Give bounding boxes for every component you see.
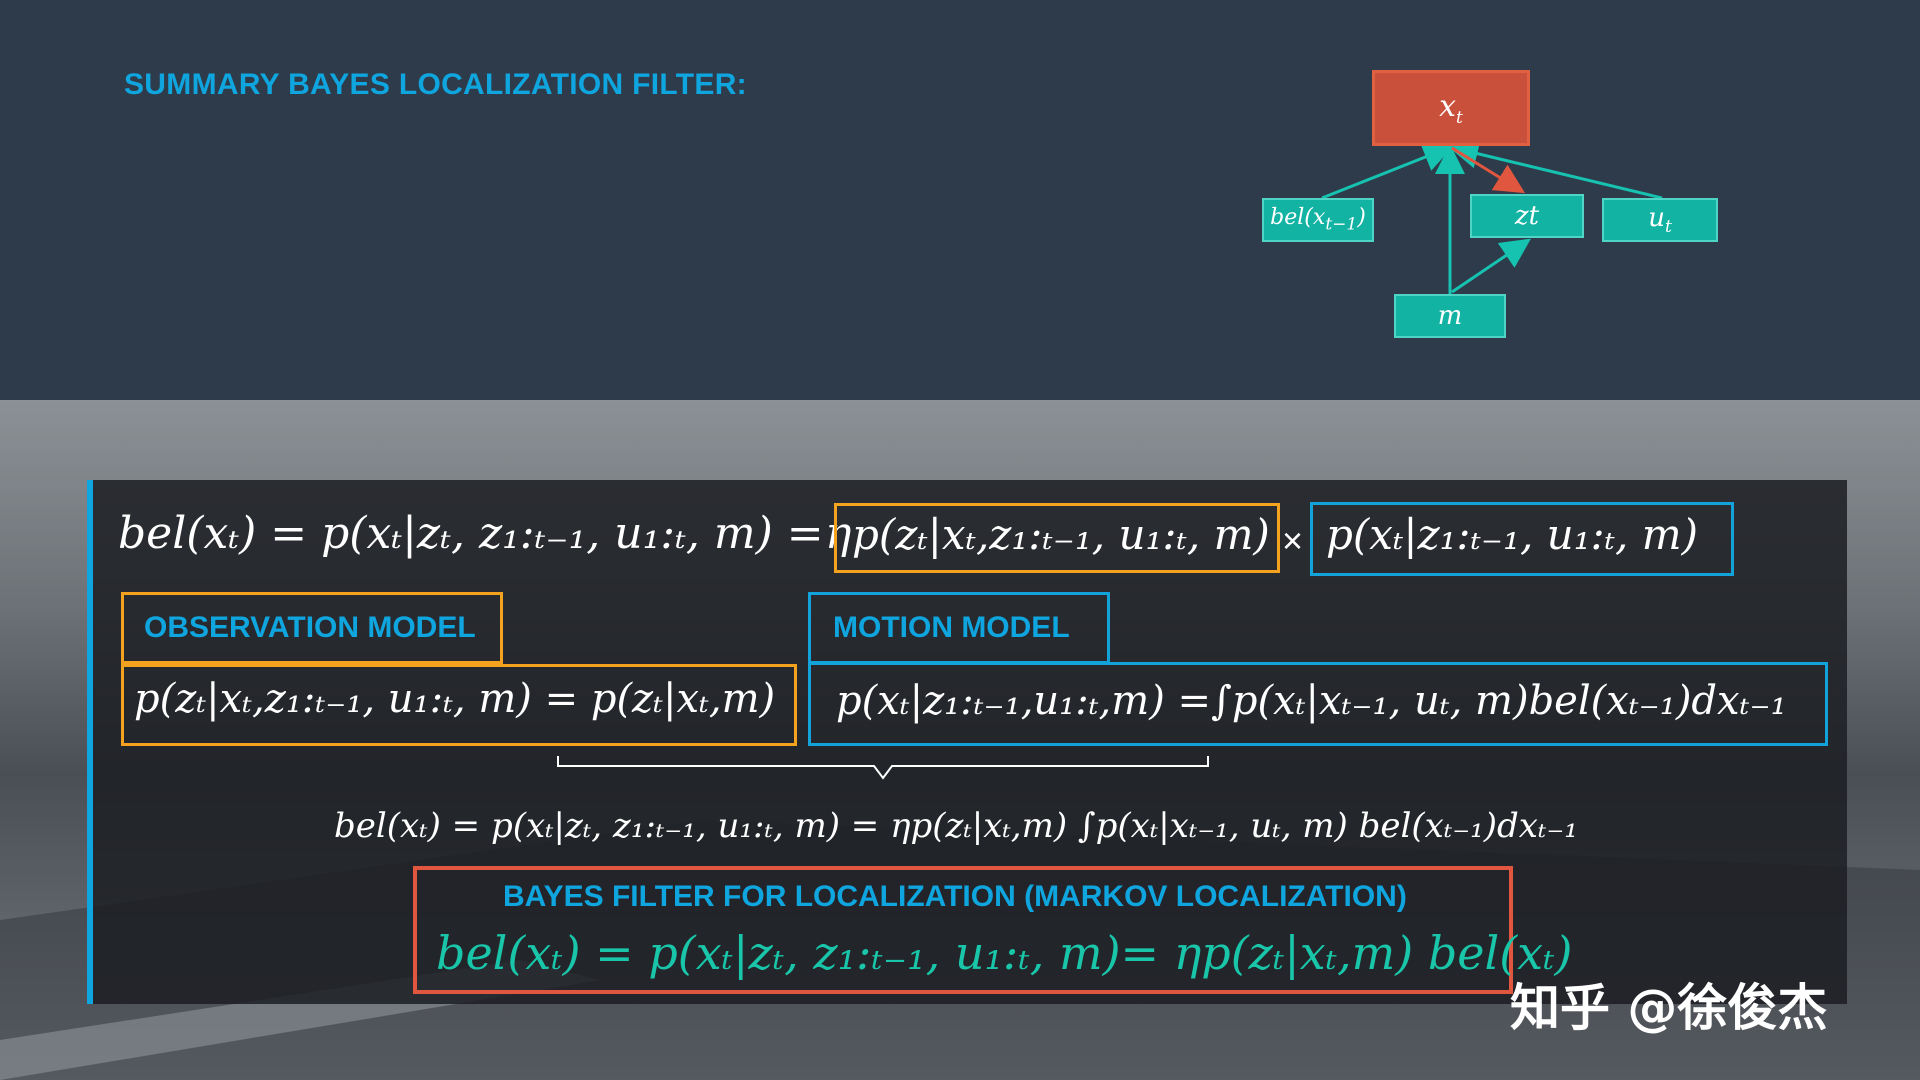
bayes-filter-label: BAYES FILTER FOR LOCALIZATION (MARKOV LO… [503,880,1407,913]
node-m: m [1394,294,1506,338]
node-xt: xt [1372,70,1530,146]
bayes-rule-equation: bel(xₜ) = p(xₜ|zₜ, z₁:ₜ₋₁, u₁:ₜ, m) = [118,508,824,559]
watermark: 知乎 @徐俊杰 [1510,979,1828,1037]
page-title: SUMMARY BAYES LOCALIZATION FILTER: [124,68,747,101]
bayes-filter-box [413,866,1513,994]
bayes-filter-equation: bel(xₜ) = p(xₜ|zₜ, z₁:ₜ₋₁, u₁:ₜ, m)= ηp(… [436,926,1573,980]
combined-equation: bel(xₜ) = p(xₜ|zₜ, z₁:ₜ₋₁, u₁:ₜ, m) = ηp… [334,806,1578,846]
node-zt: zt [1470,194,1584,238]
node-zt-label: zt [1514,201,1540,231]
eta-symbol: η [825,508,852,559]
node-xt-label: xt [1439,88,1463,128]
node-ut-label: ut [1648,202,1672,238]
node-bel-label: bel(xt−1) [1270,205,1366,235]
observation-model-box [121,664,797,746]
motion-model-label: MOTION MODEL [808,592,1110,664]
observation-term: p(zₜ|xₜ,z₁:ₜ₋₁, u₁:ₜ, m) [852,510,1270,559]
node-bel: bel(xt−1) [1262,198,1374,242]
node-ut: ut [1602,198,1718,242]
header-band [0,0,1920,400]
edge-m-to-zt [1451,238,1531,294]
node-m-label: m [1437,301,1463,331]
observation-model-label: OBSERVATION MODEL [121,592,503,664]
edge-xt-to-zt [1451,146,1526,194]
combine-brace [557,756,1209,780]
motion-model-equation: p(xₜ|z₁:ₜ₋₁,u₁:ₜ,m) =∫p(xₜ|xₜ₋₁, uₜ, m)b… [836,678,1787,724]
times-sign: × [1282,520,1304,561]
edge-bel-to-xt [1321,142,1454,200]
graph-edges [1321,139,1663,294]
observation-model-equation: p(zₜ|xₜ,z₁:ₜ₋₁, u₁:ₜ, m) = p(zₜ|xₜ,m) [134,676,776,722]
observation-term-highlight [834,503,1280,573]
motion-model-box [808,662,1828,746]
edge-ut-to-xt [1448,139,1663,200]
motion-term-highlight [1310,502,1734,576]
equation-panel [87,480,1847,1004]
motion-term: p(xₜ|z₁:ₜ₋₁, u₁:ₜ, m) [1326,510,1698,559]
